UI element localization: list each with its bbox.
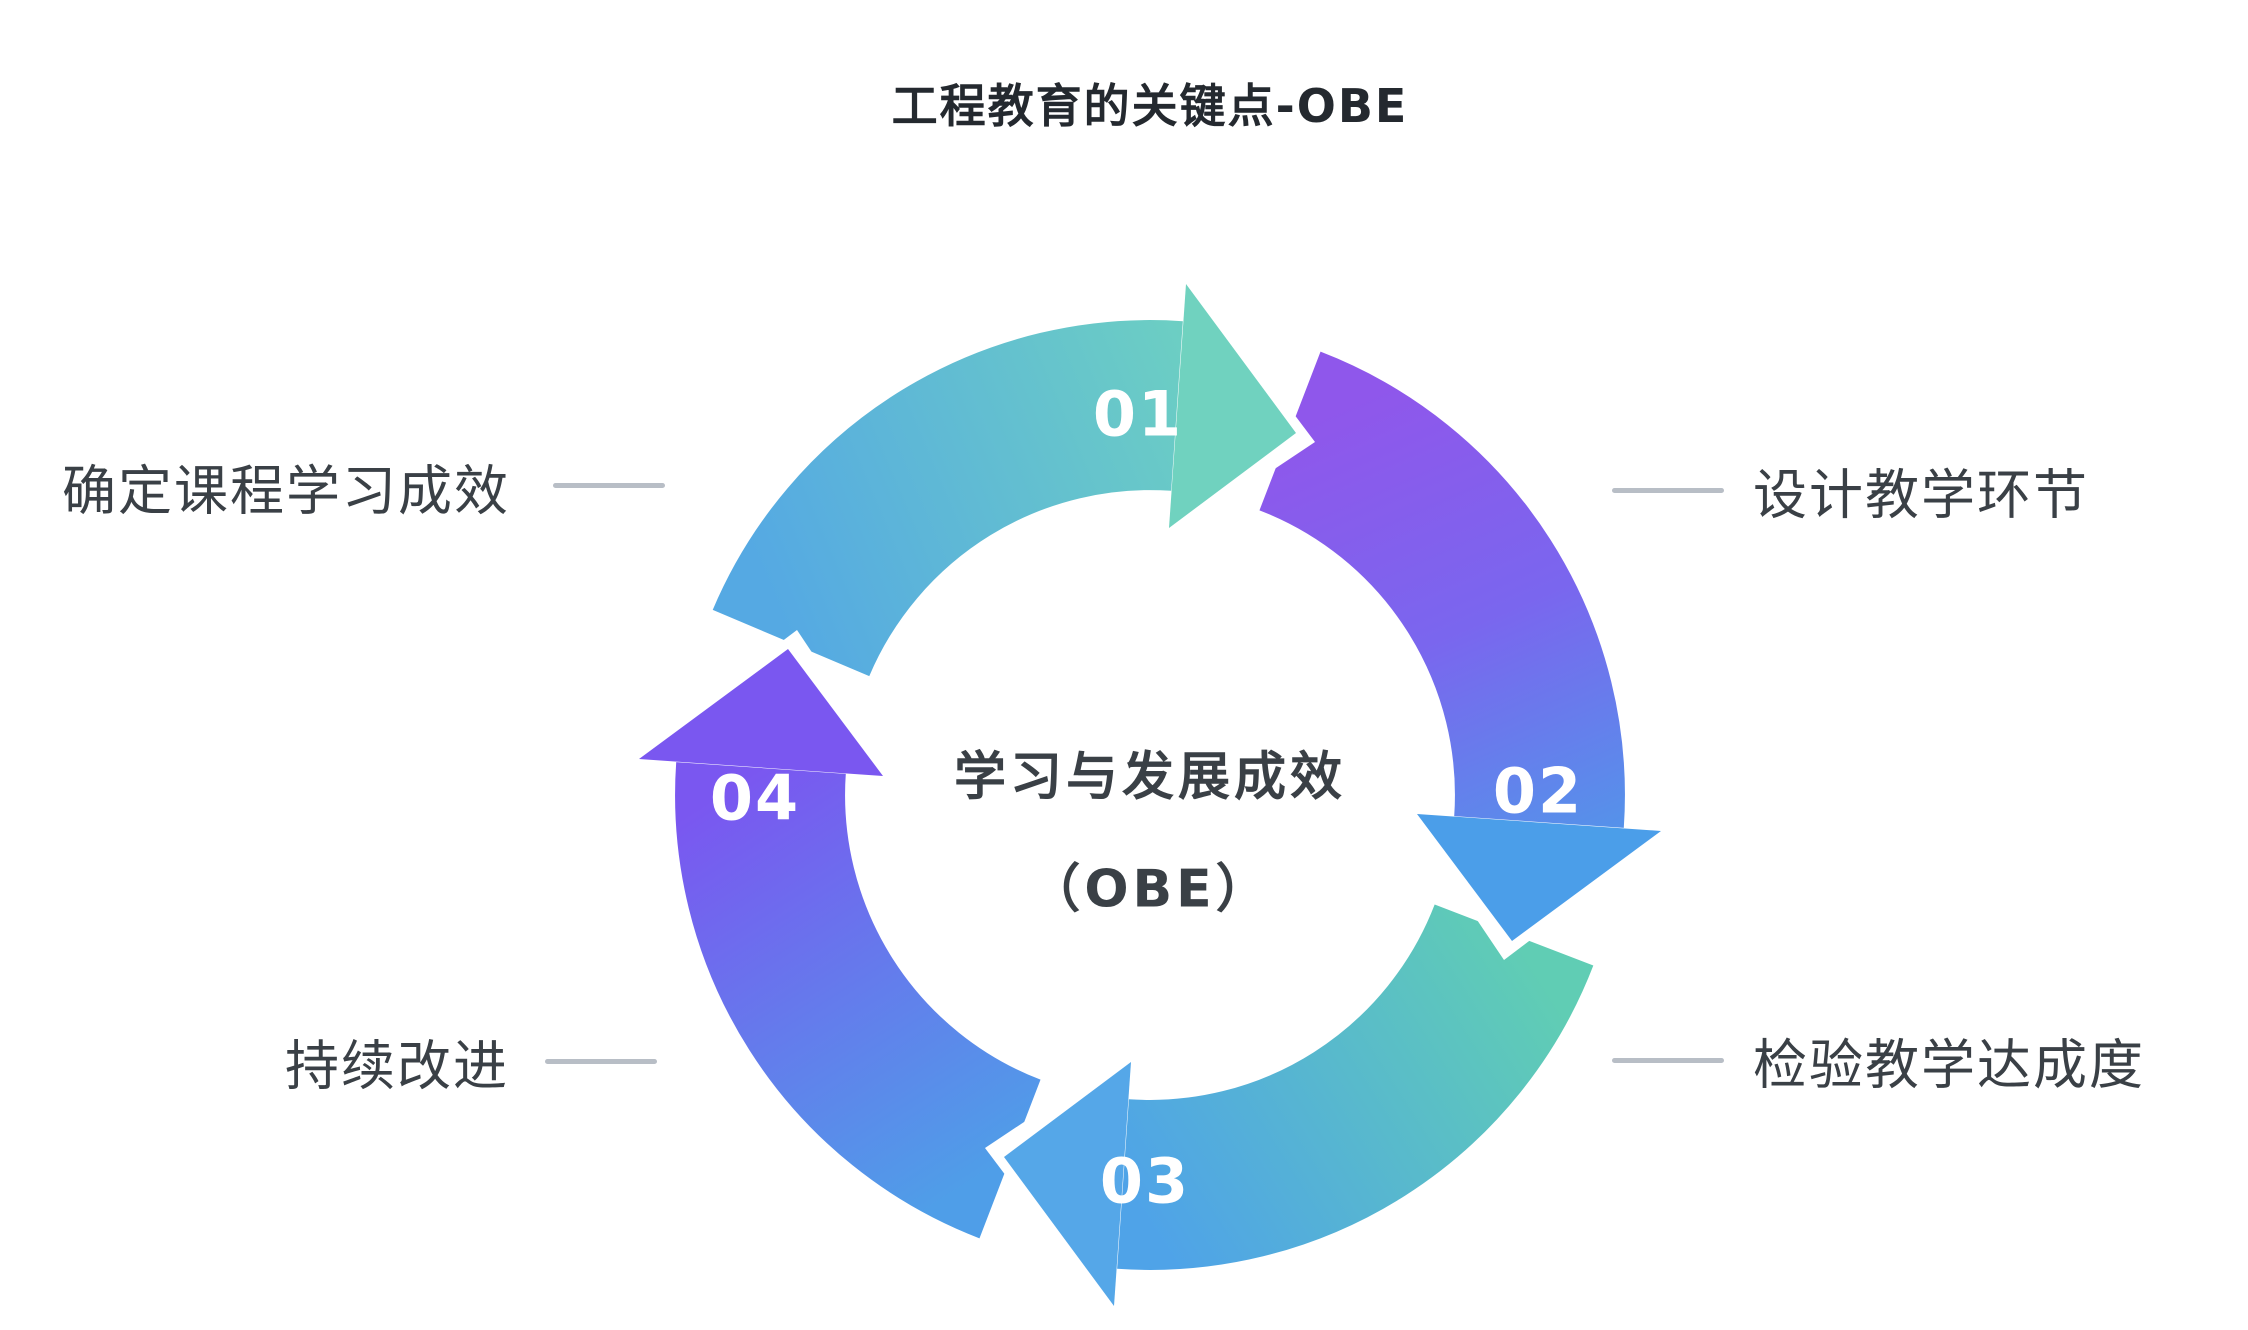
step-1-number: 01 xyxy=(1092,377,1184,451)
step-2-label: 设计教学环节 xyxy=(1753,463,2089,527)
page-title: 工程教育的关键点-OBE xyxy=(891,79,1409,133)
step-3-connector-line xyxy=(1612,1058,1724,1063)
step-2-number: 02 xyxy=(1492,754,1584,828)
step-1-arrowhead xyxy=(1169,284,1296,528)
step-2-arrowhead xyxy=(1417,814,1661,941)
step-1-label: 确定课程学习成效 xyxy=(62,459,510,523)
segment-2-arc xyxy=(1258,351,1625,828)
center-title-line1: 学习与发展成效 xyxy=(953,747,1347,808)
step-4-number: 04 xyxy=(709,761,801,835)
step-4-label: 持续改进 xyxy=(285,1034,509,1098)
step-4-connector-line xyxy=(545,1059,657,1064)
step-1-connector-line xyxy=(553,483,665,488)
step-2-connector-line xyxy=(1612,488,1724,493)
segment-4-arc xyxy=(675,762,1042,1239)
step-3-number: 03 xyxy=(1099,1144,1191,1218)
step-3-arrowhead xyxy=(1004,1062,1131,1306)
segment-1-arc xyxy=(712,320,1183,678)
step-4-arrowhead xyxy=(639,649,883,776)
center-title-line2: （OBE） xyxy=(1028,859,1272,920)
segment-3-arc xyxy=(1117,903,1594,1270)
step-3-label: 检验教学达成度 xyxy=(1753,1033,2145,1097)
